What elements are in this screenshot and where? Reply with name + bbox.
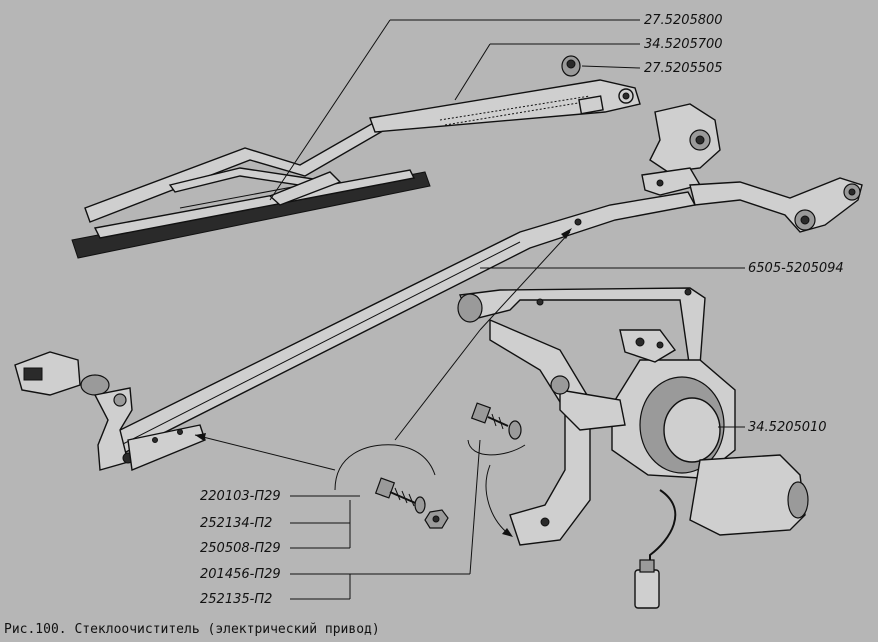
bolt-set-1: [374, 477, 449, 529]
label-wiper-arm: 27.5205800: [644, 13, 723, 28]
left-pivot: [14, 351, 206, 471]
label-linkage: 6505-5205094: [748, 261, 844, 276]
assembly-arrows: [194, 228, 572, 537]
right-pivot-bracket: [641, 103, 721, 196]
label-bolt-1: 220103-П29: [200, 489, 281, 504]
label-washer-1: 252134-П2: [200, 516, 272, 531]
label-arm-spring-assembly: 34.5205700: [644, 37, 723, 52]
label-motor: 34.5205010: [748, 420, 827, 435]
wiper-blade: [71, 169, 431, 259]
label-bolt-2: 201456-П29: [200, 567, 281, 582]
right-crank-lever: [689, 177, 863, 233]
figure-caption: Рис.100. Стеклоочиститель (электрический…: [4, 622, 380, 637]
top-nut: [561, 55, 581, 77]
label-washer-2: 252135-П2: [200, 592, 272, 607]
label-top-nut: 27.5205505: [644, 61, 723, 76]
leader-lines: [269, 19, 745, 600]
wiper-motor: [550, 329, 809, 609]
bolt-set-2: [470, 402, 522, 440]
wiper-arm: [369, 79, 641, 133]
label-nut-1: 250508-П29: [200, 541, 281, 556]
